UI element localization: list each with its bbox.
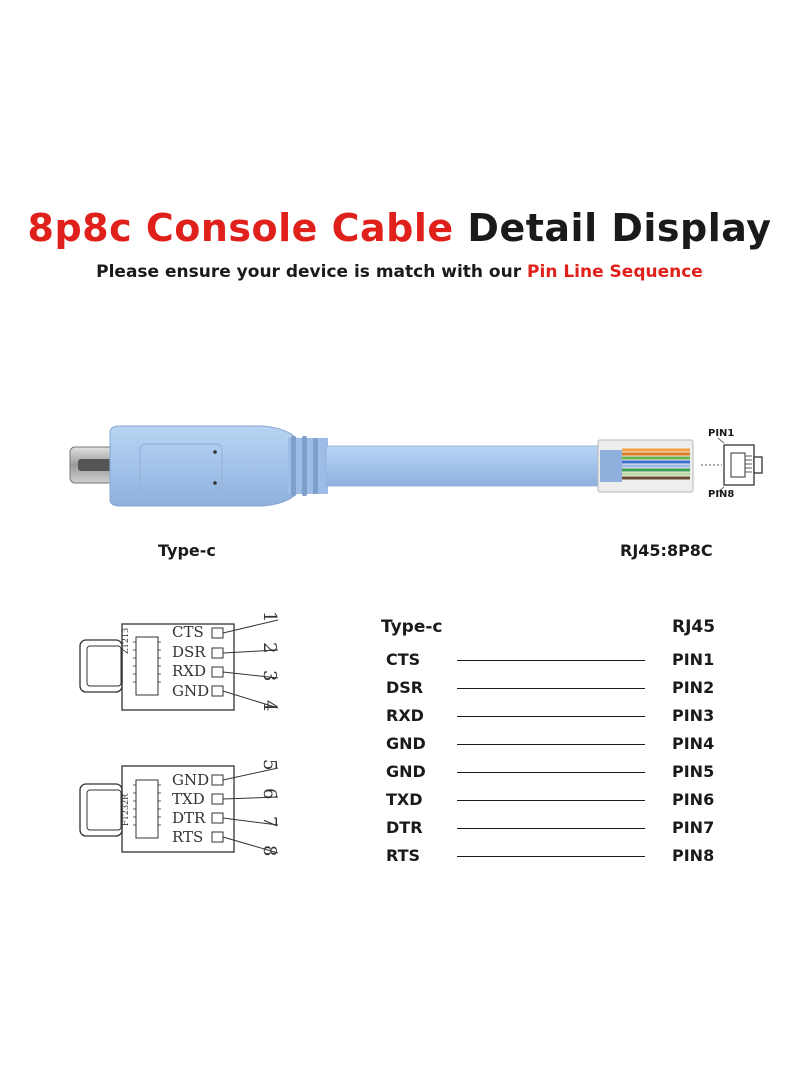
page-subtitle: Please ensure your device is match with … <box>0 262 799 282</box>
type-c-port <box>78 459 114 471</box>
housing-grip <box>139 443 223 493</box>
row-connector <box>457 856 645 857</box>
chip-label-top: ZT213 <box>121 627 130 654</box>
signal-label: RTS <box>172 828 204 846</box>
signal-label: TXD <box>172 790 205 808</box>
rib <box>313 438 318 494</box>
type-c-caption: Type-c <box>158 541 216 560</box>
table-header-left: Type-c <box>381 617 443 637</box>
rj45-boot <box>600 450 622 482</box>
rib <box>291 436 296 496</box>
rj45-wires <box>622 448 690 480</box>
row-connector <box>457 828 645 829</box>
row-signal: GND <box>386 734 426 753</box>
row-connector <box>457 716 645 717</box>
chip-label-bottom: FT232R <box>121 793 130 826</box>
row-signal: GND <box>386 762 426 781</box>
flat-cable <box>325 445 603 487</box>
signal-label: CTS <box>172 623 204 641</box>
row-signal: RXD <box>386 706 424 725</box>
row-signal: DTR <box>386 818 423 837</box>
pin-number: 2 <box>259 642 280 654</box>
led-dot <box>213 481 217 485</box>
top-signal-list: CTS DSR RXD GND <box>172 623 209 701</box>
rj45-caption: RJ45:8P8C <box>620 541 713 560</box>
pin-number: 8 <box>259 845 280 857</box>
row-connector <box>457 744 645 745</box>
row-pin: PIN1 <box>672 650 715 669</box>
row-pin: PIN5 <box>672 762 715 781</box>
led-dot <box>213 450 217 454</box>
signal-label: DSR <box>172 642 206 661</box>
row-signal: RTS <box>386 846 421 865</box>
schematic-bottom <box>79 765 279 854</box>
row-pin: PIN3 <box>672 706 715 725</box>
pin-number: 5 <box>259 759 280 771</box>
subtitle-red: Pin Line Sequence <box>527 262 703 282</box>
row-connector <box>457 772 645 773</box>
signal-label: GND <box>172 681 210 700</box>
title-red: 8p8c Console Cable <box>27 206 454 250</box>
signal-label: GND <box>172 771 210 789</box>
pin-number: 7 <box>259 816 280 828</box>
signal-label: DTR <box>172 809 206 827</box>
row-pin: PIN2 <box>672 678 715 697</box>
pin-number: 3 <box>259 670 280 682</box>
signal-label: RXD <box>172 662 206 680</box>
row-pin: PIN8 <box>672 846 715 865</box>
rj45-pin-icon <box>701 437 763 493</box>
bottom-signal-list: GND TXD DTR RTS <box>172 771 209 847</box>
table-header-right: RJ45 <box>672 617 716 637</box>
pin8-label: PIN8 <box>708 489 735 500</box>
row-pin: PIN6 <box>672 790 715 809</box>
pin-number: 4 <box>259 700 280 712</box>
row-signal: DSR <box>386 678 424 697</box>
row-signal: TXD <box>386 790 423 809</box>
row-connector <box>457 800 645 801</box>
row-connector <box>457 660 645 661</box>
row-signal: CTS <box>386 650 421 669</box>
schematic-top <box>79 619 279 711</box>
pin-number: 1 <box>259 611 280 623</box>
row-pin: PIN7 <box>672 818 715 837</box>
pin1-label: PIN1 <box>708 428 735 439</box>
type-c-housing <box>109 425 299 507</box>
rib <box>302 436 307 496</box>
title-black: Detail Display <box>467 206 772 250</box>
pin-number: 6 <box>259 788 280 800</box>
row-connector <box>457 688 645 689</box>
page-title: 8p8c Console Cable Detail Display <box>0 206 799 250</box>
subtitle-black: Please ensure your device is match with … <box>96 262 522 282</box>
row-pin: PIN4 <box>672 734 715 753</box>
